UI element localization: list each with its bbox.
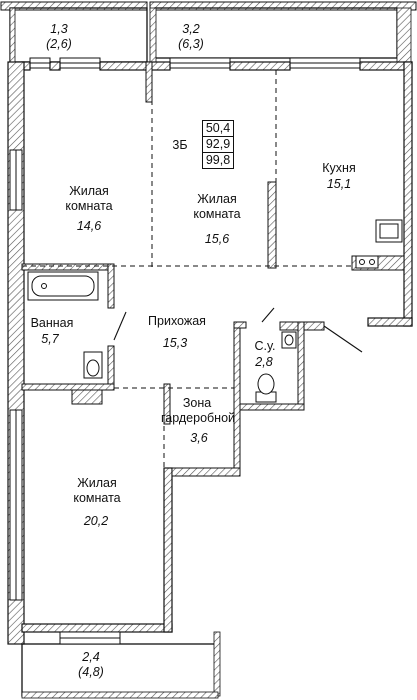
wardrobe-name-line2: гардеробной xyxy=(160,411,236,425)
balcony-top-right-area-full: (6,3) xyxy=(178,37,204,51)
living-area-value: 50,4 xyxy=(203,121,233,137)
balcony-top-right-area: 3,2 xyxy=(182,22,200,36)
living-room-2-name-line1: Жилая xyxy=(197,192,237,206)
wc-area: 2,8 xyxy=(255,355,273,369)
area-summary-box: 50,4 92,9 99,8 xyxy=(202,120,234,169)
balcony-bottom xyxy=(21,631,221,699)
wc-sink xyxy=(281,331,297,349)
balcony-bottom-area: 2,4 xyxy=(82,650,100,664)
living-room-2-name-line2: комната xyxy=(193,207,241,221)
left-windows xyxy=(9,149,23,601)
living-room-1-name-line2: комната xyxy=(65,199,113,213)
inner-walls xyxy=(21,61,405,477)
wc-toilet xyxy=(255,373,277,403)
wardrobe-area: 3,6 xyxy=(190,431,208,445)
apartment-type-code: 3Б xyxy=(172,138,188,152)
bathroom-area: 5,7 xyxy=(41,332,59,346)
total-with-balconies-value: 99,8 xyxy=(205,153,231,167)
living-room-1-area: 14,6 xyxy=(76,219,102,233)
living-room-3-name-line2: комната xyxy=(73,491,121,505)
living-room-3-name-line1: Жилая xyxy=(77,476,117,490)
kitchen-name: Кухня xyxy=(322,161,356,175)
kitchen-sink xyxy=(375,219,403,243)
doors xyxy=(113,307,363,353)
bathtub xyxy=(27,271,99,301)
bathroom-name: Ванная xyxy=(30,316,74,330)
balcony-top-right xyxy=(149,1,417,71)
hallway-area: 15,3 xyxy=(162,336,188,350)
kitchen-stove xyxy=(355,255,379,269)
balcony-top-left-area: 1,3 xyxy=(50,22,68,36)
living-room-1-name-line1: Жилая xyxy=(69,184,109,198)
living-room-3-area: 20,2 xyxy=(83,514,109,528)
top-windows xyxy=(29,57,361,69)
wc-name: С.у. xyxy=(254,339,276,353)
bathroom-fixture xyxy=(83,351,103,379)
balcony-top-left xyxy=(0,1,148,63)
balcony-bottom-area-full: (4,8) xyxy=(78,665,104,679)
total-area-value: 92,9 xyxy=(203,137,233,153)
living-room-2-area: 15,6 xyxy=(204,232,230,246)
kitchen-area: 15,1 xyxy=(326,177,352,191)
balcony-top-left-area-full: (2,6) xyxy=(46,37,72,51)
hallway-name: Прихожая xyxy=(148,314,206,328)
zone-lines xyxy=(22,70,352,470)
wardrobe-name-line1: Зона xyxy=(182,396,212,410)
